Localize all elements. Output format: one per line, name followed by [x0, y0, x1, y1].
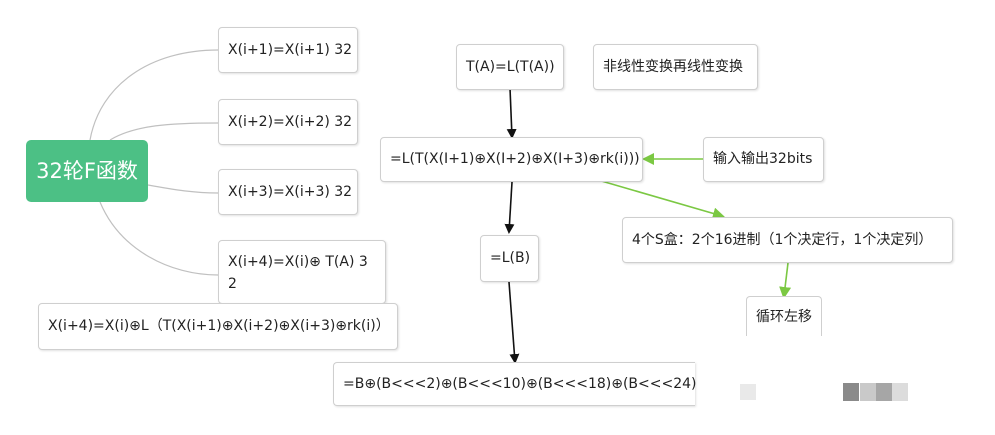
branch-connector-2 [109, 122, 219, 141]
blurred-block [843, 383, 859, 401]
branch-topic-4-line-2: 2 [228, 276, 237, 292]
blurred-block [860, 383, 876, 401]
blurred-block [876, 383, 892, 401]
branch-connector-4 [99, 201, 219, 276]
nonlinear-note-node[interactable]: 非线性变换再线性变换 [593, 44, 758, 90]
arrow-lexpr-to-lb [504, 181, 515, 234]
arrow-sbox-to-rotate [779, 262, 792, 299]
sbox-node[interactable]: 4个S盒：2个16进制（1个决定行，1个决定列） [622, 217, 953, 263]
final-expression-node[interactable]: =B⊕(B<<<2)⊕(B<<<10)⊕(B<<<18)⊕(B<<<24) [333, 362, 697, 406]
arrow-lexpr-to-sbox [597, 179, 725, 220]
t-definition-node[interactable]: T(A)=L(T(A)) [456, 44, 564, 90]
blurred-block [892, 383, 908, 401]
branch-connector-3 [147, 184, 219, 194]
formula-topic[interactable]: X(i+4)=X(i)⊕L（T(X(i+1)⊕X(i+2)⊕X(i+3)⊕rk(… [38, 303, 398, 350]
branch-topic-2[interactable]: X(i+2)=X(i+2) 32 [218, 99, 358, 145]
lb-node[interactable]: =L(B) [480, 235, 539, 282]
branch-topic-3[interactable]: X(i+3)=X(i+3) 32 [218, 169, 358, 215]
branch-topic-4-line-1: X(i+4)=X(i)⊕ T(A) 3 [228, 254, 368, 270]
blurred-block [740, 384, 756, 400]
branch-connector-1 [89, 49, 219, 141]
root-topic[interactable]: 32轮F函数 [26, 140, 148, 202]
branch-topic-4[interactable]: X(i+4)=X(i)⊕ T(A) 3 2 [218, 240, 386, 304]
arrow-tdef-to-lexpr [506, 87, 517, 139]
arrow-lb-to-final [508, 281, 520, 364]
io-bits-node[interactable]: 输入输出32bits [703, 137, 824, 182]
l-expression-node[interactable]: =L(T(X(I+1)⊕X(I+2)⊕X(I+3)⊕rk(i))) [380, 137, 643, 182]
rotate-left-node[interactable]: 循环左移 [746, 296, 822, 336]
branch-topic-1[interactable]: X(i+1)=X(i+1) 32 [218, 27, 358, 73]
